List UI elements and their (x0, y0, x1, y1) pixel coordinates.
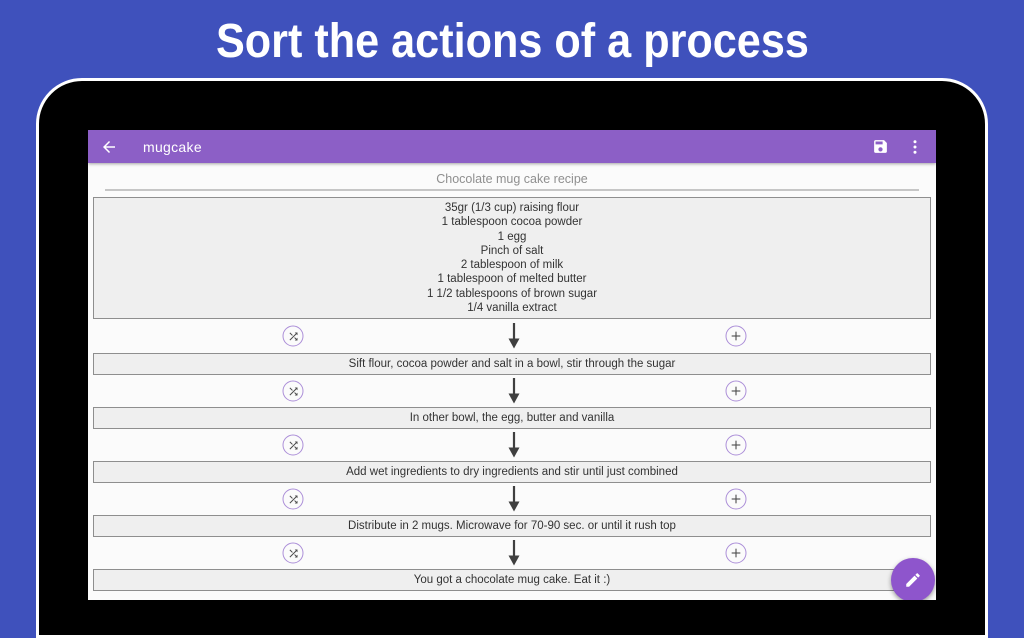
plus-icon[interactable] (725, 434, 747, 456)
plus-icon[interactable] (725, 488, 747, 510)
tablet-frame: mugcake Chocolate mug cake recipe 35gr (… (36, 78, 988, 638)
plus-icon[interactable] (725, 542, 747, 564)
down-arrow-icon (507, 378, 521, 404)
down-arrow-icon (507, 486, 521, 512)
connector-row (88, 429, 936, 461)
overflow-menu-icon[interactable] (906, 138, 924, 156)
ingredient-line: 1 tablespoon cocoa powder (441, 216, 583, 229)
title-underline (105, 189, 919, 191)
connector-row (88, 483, 936, 515)
shuffle-icon[interactable] (282, 488, 304, 510)
down-arrow-icon (507, 323, 521, 349)
step-box[interactable]: Sift flour, cocoa powder and salt in a b… (93, 353, 931, 376)
ingredient-line: 1 1/2 tablespoons of brown sugar (426, 287, 598, 300)
down-arrow-icon (507, 540, 521, 566)
process-flow: Sift flour, cocoa powder and salt in a b… (88, 319, 936, 592)
plus-icon[interactable] (725, 380, 747, 402)
edit-fab[interactable] (891, 558, 935, 600)
step-box[interactable]: In other bowl, the egg, butter and vanil… (93, 407, 931, 430)
banner: Sort the actions of a process (0, 0, 1024, 82)
ingredient-line: Pinch of salt (480, 244, 544, 257)
shuffle-icon[interactable] (282, 325, 304, 347)
ingredient-line: 2 tablespoon of milk (460, 259, 564, 272)
step-box[interactable]: You got a chocolate mug cake. Eat it :) (93, 569, 931, 592)
ingredient-line: 35gr (1/3 cup) raising flour (444, 202, 580, 214)
save-icon[interactable] (872, 138, 889, 155)
app-screen: mugcake Chocolate mug cake recipe 35gr (… (88, 130, 936, 600)
connector-row (88, 375, 936, 407)
back-arrow-icon[interactable] (100, 138, 118, 156)
banner-title: Sort the actions of a process (215, 14, 809, 68)
step-box[interactable]: Distribute in 2 mugs. Microwave for 70-9… (93, 515, 931, 538)
plus-icon[interactable] (725, 325, 747, 347)
ingredient-line: 1/4 vanilla extract (467, 302, 557, 315)
step-box[interactable]: Add wet ingredients to dry ingredients a… (93, 461, 931, 484)
connector-row (88, 537, 936, 569)
ingredient-line: 1 tablespoon of melted butter (437, 273, 587, 286)
shuffle-icon[interactable] (282, 380, 304, 402)
connector-row (88, 319, 936, 353)
down-arrow-icon (507, 432, 521, 458)
shuffle-icon[interactable] (282, 434, 304, 456)
app-title: mugcake (143, 138, 202, 155)
app-bar: mugcake (88, 130, 936, 163)
recipe-title: Chocolate mug cake recipe (436, 172, 588, 186)
content-area: Chocolate mug cake recipe 35gr (1/3 cup)… (88, 163, 936, 592)
ingredients-box[interactable]: 35gr (1/3 cup) raising flour 1 tablespoon… (93, 197, 931, 320)
ingredient-line: 1 egg (497, 230, 527, 243)
shuffle-icon[interactable] (282, 542, 304, 564)
